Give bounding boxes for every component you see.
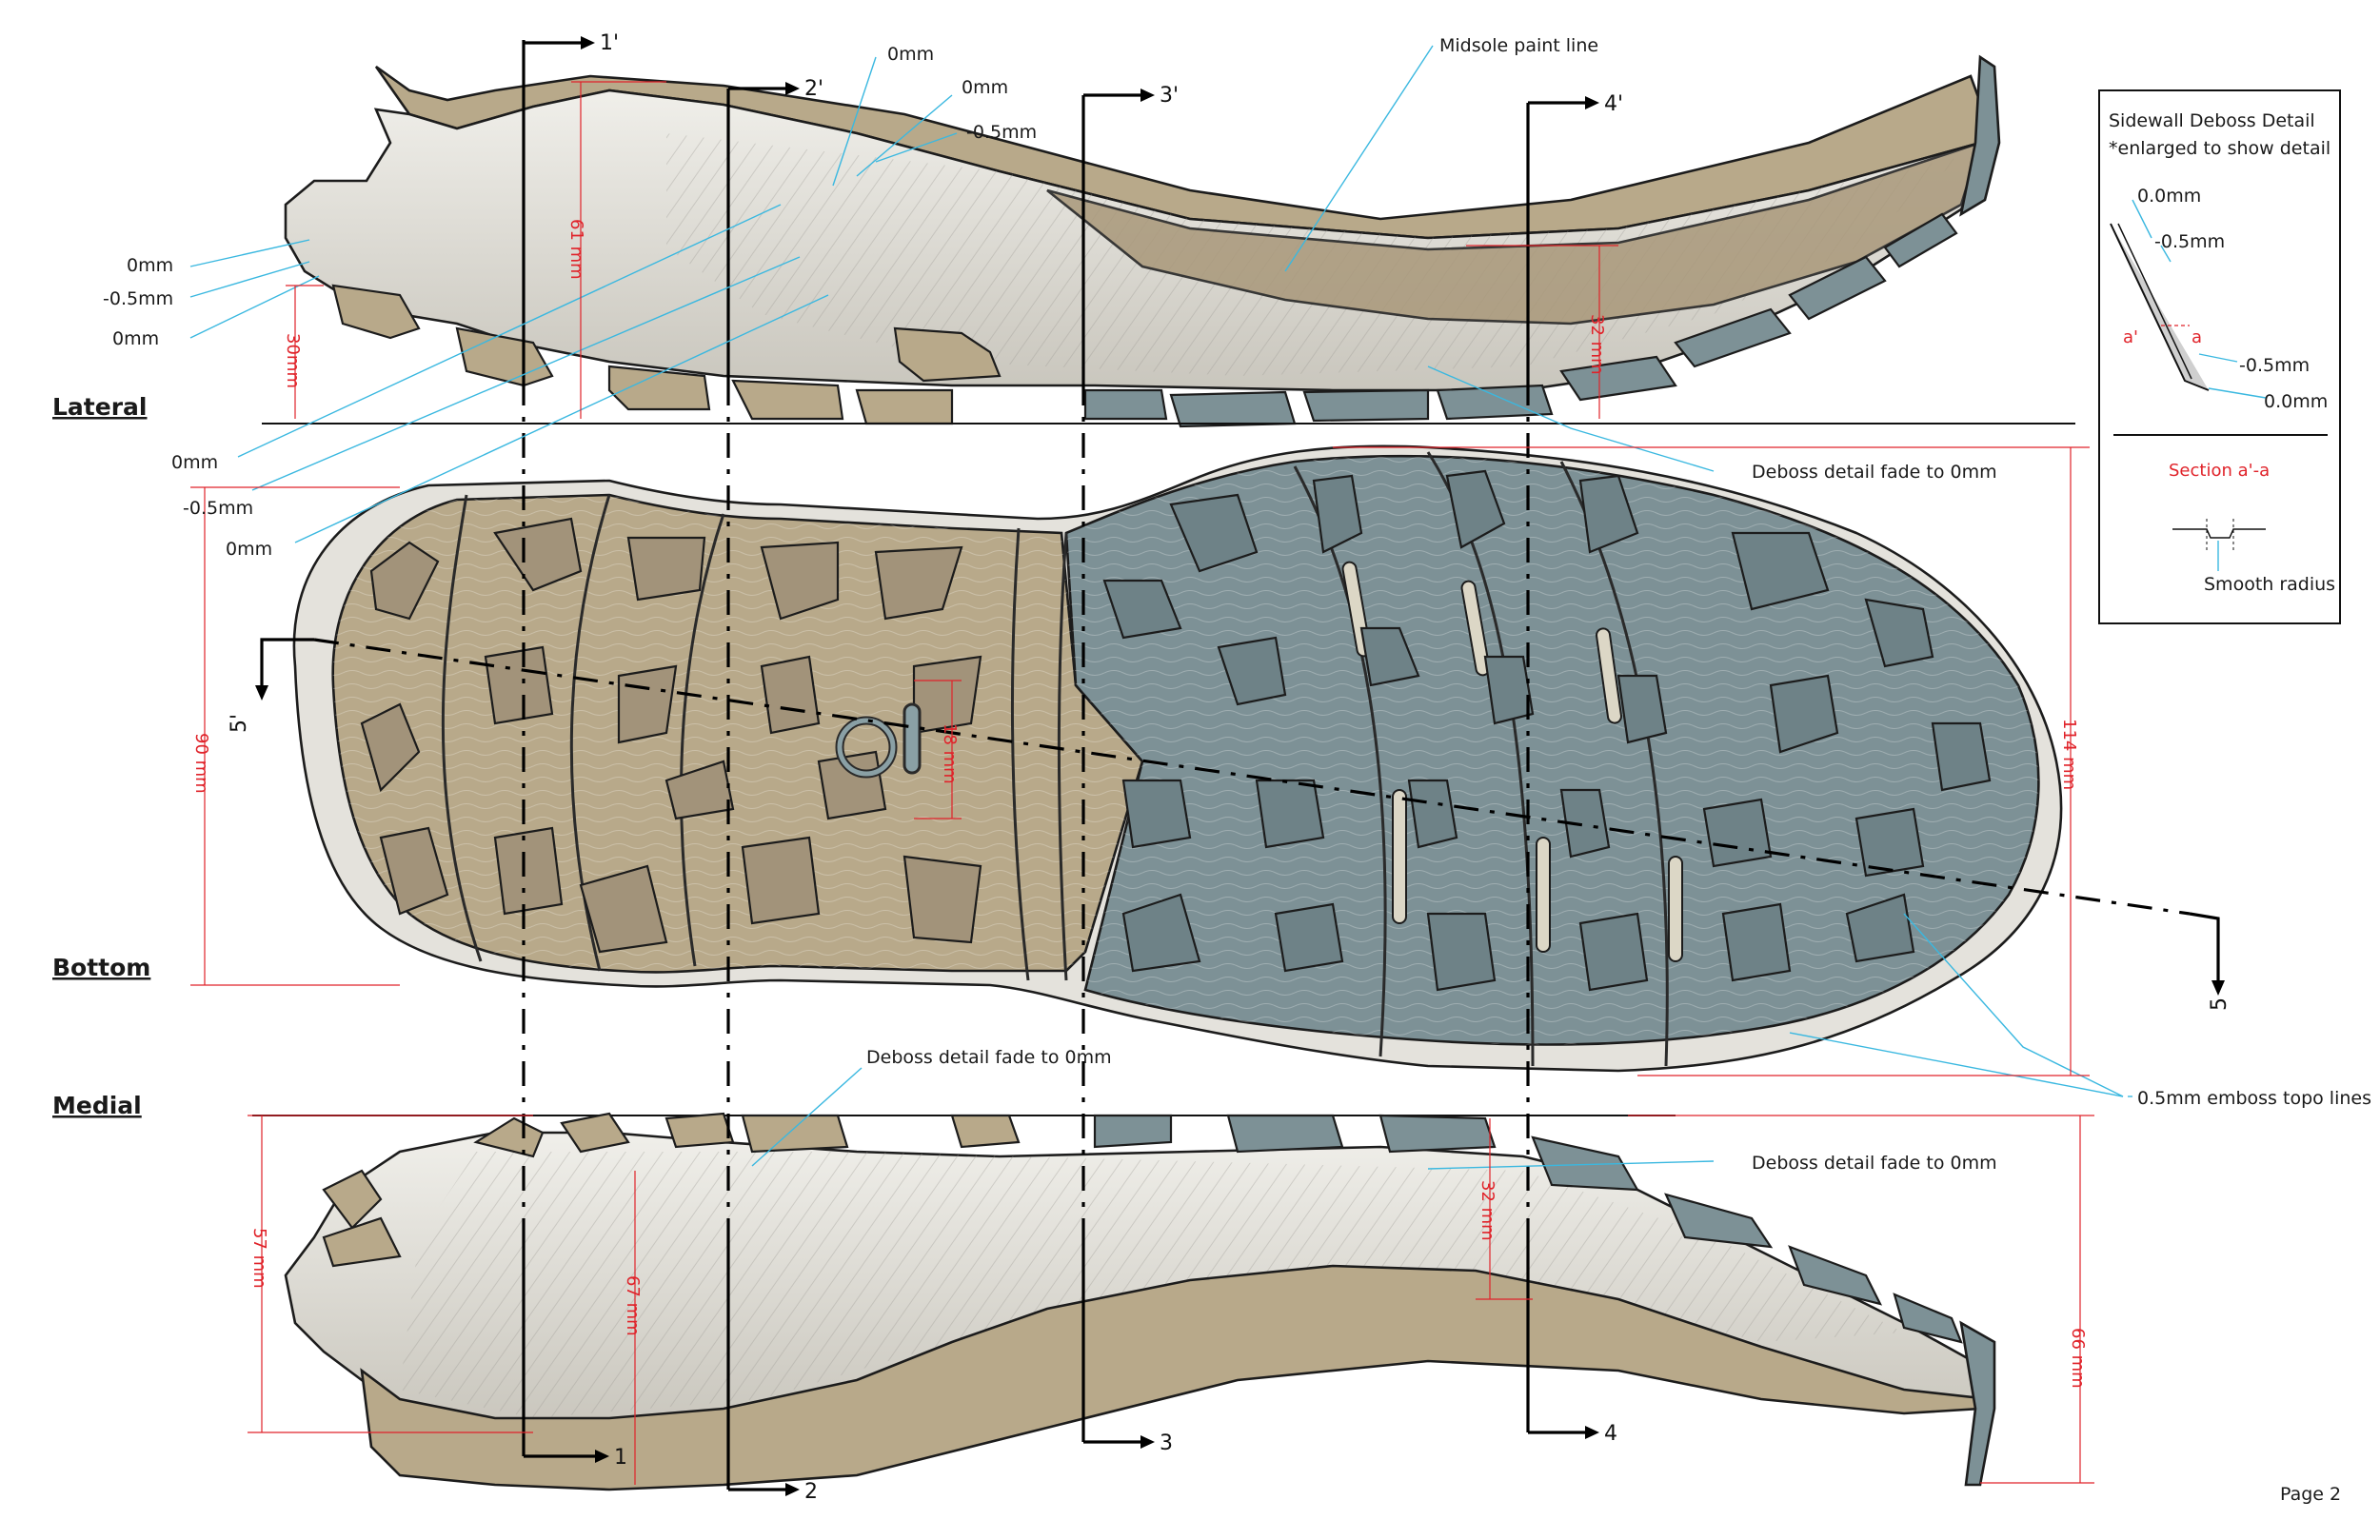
detail-value: -0.5mm [2154, 231, 2225, 252]
callout-label: 0mm [962, 77, 1008, 98]
callout-label: Midsole paint line [1439, 35, 1598, 56]
section-label: 1' [600, 31, 619, 55]
callout-label: 0mm [171, 452, 218, 473]
callout-label: 0mm [112, 328, 159, 349]
callout-label: -0.5mm [183, 498, 253, 519]
bottom-forefoot-lugs [1102, 469, 1992, 992]
medial-heel-lugs [322, 1112, 1021, 1268]
detail-value: 0.0mm [2137, 186, 2201, 207]
dimension-label: 90 mm [191, 733, 211, 794]
lateral-view [262, 54, 2075, 428]
dimension-lines [190, 81, 2094, 1485]
lateral-toe-tip [1959, 54, 2001, 217]
view-title-lateral: Lateral [52, 393, 147, 421]
bottom-view [292, 444, 2063, 1073]
callout-label: Deboss detail fade to 0mm [1752, 462, 1997, 483]
section-label: 4' [1604, 92, 1623, 116]
callout-label: -0.5mm [966, 122, 1037, 143]
section-label: 4 [1604, 1422, 1617, 1446]
view-title-medial: Medial [52, 1092, 142, 1119]
section-label: 5 [2208, 997, 2231, 1011]
bottom-forefoot-topo [1066, 456, 2039, 1045]
detail-subtitle: *enlarged to show detail [2109, 138, 2330, 159]
dimension-label: 67 mm [623, 1275, 643, 1336]
detail-a-prime: a' [2123, 327, 2138, 347]
section-label: 5' [228, 714, 251, 733]
section-label: 2' [804, 77, 823, 101]
medial-forefoot-lugs [1093, 1114, 1963, 1344]
detail-title: Sidewall Deboss Detail [2109, 110, 2315, 131]
lateral-forefoot-lugs [1083, 212, 1958, 428]
callout-label: 0mm [127, 255, 173, 276]
detail-value: -0.5mm [2239, 355, 2310, 376]
detail-section-label: Section a'-a [2169, 461, 2270, 481]
sidewall-deboss-detail-box [2098, 89, 2341, 624]
section-label: 1 [614, 1446, 627, 1470]
lateral-heel-lugs [331, 284, 1002, 425]
detail-a: a [2192, 327, 2202, 347]
section-label: 3 [1160, 1431, 1173, 1455]
detail-value: 0.0mm [2264, 391, 2328, 412]
dimension-label: 61 mm [566, 219, 586, 280]
dimension-label: 30mm [283, 333, 303, 388]
callout-leaders [189, 45, 2132, 1170]
detail-smooth-radius: Smooth radius [2204, 574, 2335, 595]
dimension-label: 18 mm [940, 723, 960, 784]
callout-label: 0.5mm emboss topo lines [2137, 1088, 2371, 1109]
dimension-label: 57 mm [249, 1228, 269, 1289]
section-label: 2 [804, 1480, 818, 1504]
callout-label: Deboss detail fade to 0mm [1752, 1153, 1997, 1174]
page-number: Page 2 [2280, 1484, 2341, 1505]
brand-logo-icon [835, 702, 922, 779]
view-title-bottom: Bottom [52, 954, 150, 981]
bottom-heel-lugs [360, 517, 982, 954]
section-label: 3' [1160, 84, 1179, 108]
dimension-label: 114 mm [2059, 719, 2079, 790]
callout-label: -0.5mm [103, 288, 173, 309]
callout-label: Deboss detail fade to 0mm [866, 1047, 1112, 1068]
medial-forefoot-edge [1959, 1320, 1996, 1487]
dimension-label: 66 mm [2068, 1328, 2088, 1389]
dimension-label: 32 mm [1478, 1180, 1497, 1241]
callout-label: 0mm [887, 44, 934, 65]
dimension-label: 32 mm [1587, 314, 1607, 375]
medial-view [252, 1112, 1996, 1491]
callout-label: 0mm [226, 539, 272, 560]
section-lines [255, 36, 2225, 1496]
